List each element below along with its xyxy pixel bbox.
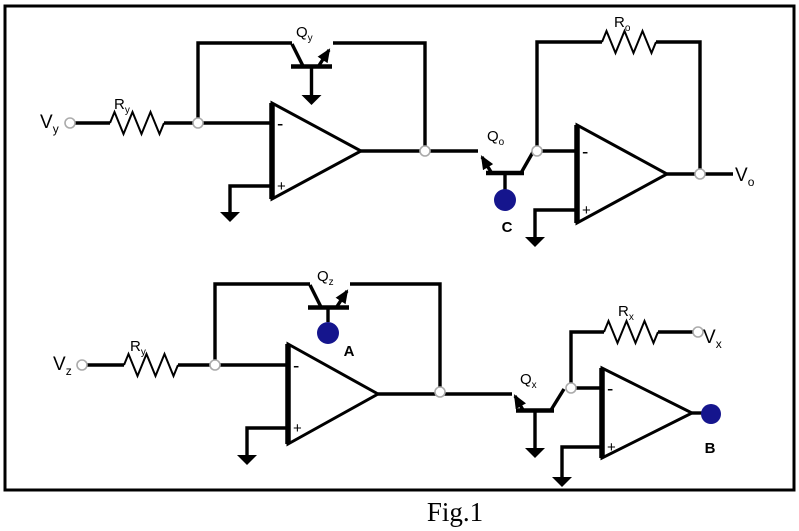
bottom-circuit: - + - + A B — [53, 268, 722, 487]
figure-caption: Fig.1 — [427, 497, 483, 527]
label-vy: Vy — [40, 112, 59, 136]
label-qz: Qz — [317, 268, 334, 288]
opamp-minus-sign: - — [607, 379, 613, 400]
label-qo: Qo — [487, 128, 505, 148]
junction-node — [419, 145, 431, 157]
resistor-rx — [603, 318, 659, 346]
opamp-minus-sign: - — [277, 114, 283, 135]
label-ry-bottom: Ry — [130, 338, 146, 358]
junction-node — [209, 359, 221, 371]
ground-symbol — [301, 95, 322, 105]
transistor-qo: C — [480, 151, 535, 236]
ground-symbol — [237, 455, 257, 465]
junction-node — [565, 382, 577, 394]
node-marker-c-label: C — [502, 219, 513, 236]
node-marker-a-dot — [317, 322, 339, 344]
ground-symbol — [525, 448, 545, 458]
output-node-b: B — [701, 404, 721, 457]
opamp-top-left: - + — [269, 100, 365, 202]
transistor-qz: A — [308, 284, 355, 360]
opamp-top-right: - + — [574, 122, 671, 226]
opamp-bottom-right: - + — [599, 365, 696, 461]
opamp-plus-sign: + — [607, 439, 616, 456]
terminal-vy — [64, 117, 76, 129]
resistor-ry-bottom — [123, 351, 179, 379]
junction-node — [531, 145, 543, 157]
transistor-qx — [513, 388, 566, 458]
ground-symbol — [552, 477, 572, 487]
node-marker-c-dot — [494, 189, 516, 211]
label-vz: Vz — [53, 354, 72, 378]
opamp-minus-sign: - — [582, 142, 588, 163]
opamp-plus-sign: + — [293, 420, 302, 437]
node-marker-b-label: B — [705, 440, 716, 457]
label-vx: Vx — [703, 327, 722, 351]
terminal-vz — [76, 359, 88, 371]
node-marker-b-dot — [701, 404, 721, 424]
label-vo: Vo — [735, 165, 755, 189]
junction-node — [434, 386, 446, 398]
label-ro: Ro — [614, 14, 631, 34]
figure-border — [3, 4, 796, 492]
label-rx: Rx — [618, 303, 634, 323]
opamp-bottom-left: - + — [285, 341, 382, 447]
transistor-qy — [290, 43, 332, 105]
opamp-plus-sign: + — [582, 202, 591, 219]
label-ry-top: Ry — [114, 96, 130, 116]
ground-symbol — [220, 212, 240, 222]
top-circuit: - + - + C — [40, 14, 755, 247]
label-qx: Qx — [520, 371, 537, 391]
resistor-ro — [601, 28, 657, 56]
label-qy: Qy — [296, 24, 313, 44]
ground-symbol — [525, 237, 545, 247]
junction-node — [192, 117, 204, 129]
resistor-ry-top — [109, 109, 165, 137]
opamp-plus-sign: + — [277, 178, 286, 195]
terminal-vx — [692, 326, 704, 338]
junction-node — [694, 168, 706, 180]
top-circuit-wires — [74, 40, 733, 237]
node-marker-a-label: A — [344, 343, 355, 360]
opamp-minus-sign: - — [293, 356, 299, 377]
